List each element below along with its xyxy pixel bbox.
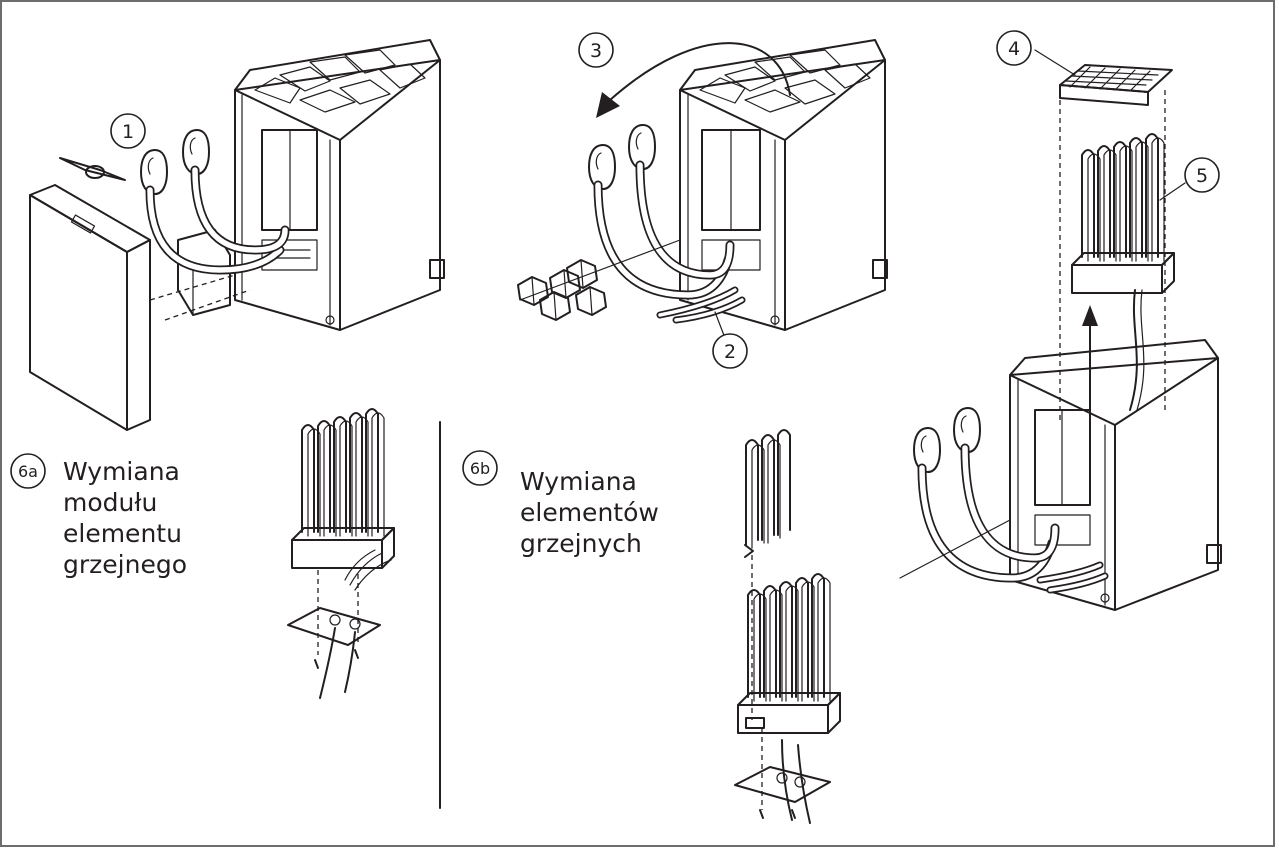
step-3-label: 3 [590, 40, 602, 62]
step-marker-6b: 6b [462, 450, 498, 486]
step-6b-label: 6b [470, 459, 490, 478]
panel-step-1 [29, 39, 445, 431]
step-marker-4: 4 [996, 30, 1032, 66]
heater-step-1 [234, 39, 445, 331]
single-element [744, 429, 791, 558]
grate [1059, 64, 1173, 106]
step-1-label: 1 [122, 121, 134, 143]
caption-6a-line-3: elementu [63, 519, 182, 548]
removed-stones [517, 259, 607, 321]
step-5-label: 5 [1196, 165, 1208, 187]
cover-panel [29, 184, 151, 431]
step-marker-1: 1 [110, 113, 146, 149]
panel-step-4-5 [899, 49, 1222, 611]
caption-6b-line-3: grzejnych [520, 529, 642, 558]
step-4-label: 4 [1008, 38, 1020, 60]
step-marker-3: 3 [578, 32, 614, 68]
control-knob [59, 157, 126, 181]
caption-6b-line-1: Wymiana [520, 467, 637, 496]
step-6a-label: 6a [18, 462, 38, 481]
module-6b-illustration [734, 429, 841, 824]
caption-6a-line-4: grzejnego [63, 550, 187, 579]
heater-step-2-3 [679, 39, 888, 331]
step-marker-6a: 6a [10, 453, 46, 489]
caption-6a-line-1: Wymiana [63, 457, 180, 486]
caption-6a: Wymiana modułu elementu grzejnego [63, 456, 187, 580]
step-marker-5: 5 [1184, 157, 1220, 193]
step-2-label: 2 [724, 341, 736, 363]
caption-6a-line-2: modułu [63, 488, 158, 517]
module-6a-illustration [287, 408, 395, 699]
panel-step-2-3 [517, 39, 888, 339]
heater-step-4-5 [1009, 339, 1222, 611]
caption-6b-line-2: elementów [520, 498, 659, 527]
step-marker-2: 2 [712, 333, 748, 369]
caption-6b: Wymiana elementów grzejnych [520, 466, 659, 559]
